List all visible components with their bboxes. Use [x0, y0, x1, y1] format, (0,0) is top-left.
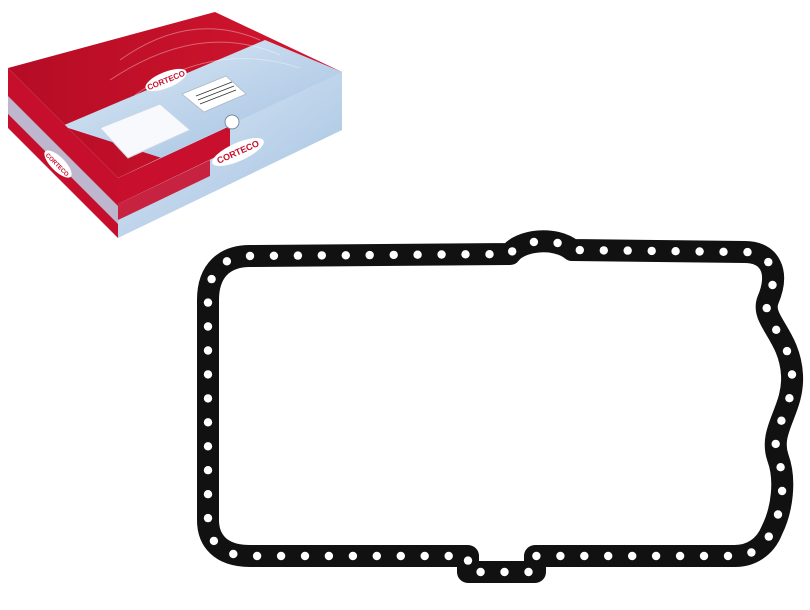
- bolt-hole: [485, 250, 494, 259]
- bolt-hole: [203, 346, 213, 355]
- bolt-hole: [203, 298, 213, 307]
- bolt-hole: [203, 442, 213, 451]
- bolt-hole: [747, 548, 756, 557]
- bolt-hole: [207, 274, 216, 284]
- box-window: [99, 103, 191, 159]
- bolt-hole: [743, 247, 752, 257]
- bolt-hole: [556, 551, 565, 561]
- bolt-hole: [785, 394, 794, 403]
- bolt-hole: [444, 551, 453, 561]
- bolt-hole: [580, 551, 589, 561]
- box-front-band: [118, 126, 230, 204]
- bolt-hole: [203, 394, 213, 403]
- bolt-hole: [245, 251, 255, 261]
- bolt-hole: [599, 246, 608, 255]
- bolt-hole: [768, 280, 777, 290]
- bolt-hole: [719, 247, 728, 256]
- bolt-hole: [604, 551, 613, 561]
- bolt-hole: [372, 551, 381, 561]
- bolt-hole: [529, 237, 539, 247]
- bolt-hole: [723, 551, 733, 561]
- bolt-hole: [671, 247, 680, 256]
- barcode-lines: [195, 81, 237, 105]
- bolt-hole: [324, 551, 334, 561]
- bolt-hole: [647, 246, 656, 256]
- bolt-hole: [500, 567, 509, 577]
- bolt-hole: [762, 303, 771, 313]
- bolt-hole: [782, 346, 792, 356]
- bolt-hole: [776, 463, 785, 472]
- bolt-hole: [461, 250, 470, 259]
- bolt-hole: [553, 238, 562, 248]
- bolt-hole: [222, 257, 232, 266]
- bolt-hole: [463, 556, 473, 565]
- bolt-hole: [777, 416, 786, 425]
- bolt-hole: [389, 250, 398, 260]
- bolt-hole: [348, 551, 358, 561]
- bolt-hole: [699, 551, 709, 561]
- oil-pan-gasket: [197, 230, 804, 583]
- bolt-hole: [413, 250, 422, 259]
- bolt-hole: [269, 251, 279, 260]
- bolt-hole: [772, 325, 781, 334]
- bolt-hole: [675, 551, 685, 561]
- bolt-hole: [203, 513, 213, 523]
- bolt-hole: [203, 466, 213, 475]
- bolt-hole: [203, 490, 213, 499]
- bolt-hole: [252, 551, 262, 561]
- bolt-hole: [293, 251, 303, 260]
- gasket-outline: [197, 230, 804, 583]
- bolt-hole: [300, 551, 310, 561]
- bolt-hole: [437, 250, 446, 259]
- bolt-hole: [773, 510, 783, 519]
- bolt-hole: [203, 418, 213, 427]
- bolt-hole: [628, 551, 637, 561]
- bolt-hole: [476, 567, 485, 577]
- bolt-hole: [341, 251, 350, 260]
- bolt-hole: [203, 370, 213, 379]
- bolt-hole: [777, 486, 787, 496]
- bolt-hole: [695, 247, 704, 256]
- bolt-hole: [365, 250, 374, 260]
- bolt-hole: [276, 551, 286, 561]
- bolt-hole: [420, 551, 429, 561]
- box-badge-icon: [224, 114, 240, 130]
- box-front-band-2: [118, 160, 210, 220]
- bolt-hole: [764, 532, 773, 541]
- bolt-hole: [524, 567, 533, 577]
- bolt-hole: [764, 257, 773, 267]
- corteco-box: CORTECO CORTECO CORTECO: [8, 12, 342, 238]
- bolt-hole: [532, 551, 541, 561]
- bolt-hole: [575, 245, 584, 255]
- gasket-bolt-holes: [203, 237, 797, 577]
- bolt-hole: [651, 551, 661, 561]
- bolt-hole: [229, 549, 238, 559]
- bolt-hole: [787, 370, 797, 379]
- bolt-hole: [771, 439, 780, 449]
- bolt-hole: [203, 322, 213, 331]
- bolt-hole: [508, 247, 517, 256]
- bolt-hole: [396, 551, 405, 561]
- bolt-hole: [209, 536, 219, 546]
- bolt-hole: [317, 251, 326, 260]
- bolt-hole: [623, 246, 632, 255]
